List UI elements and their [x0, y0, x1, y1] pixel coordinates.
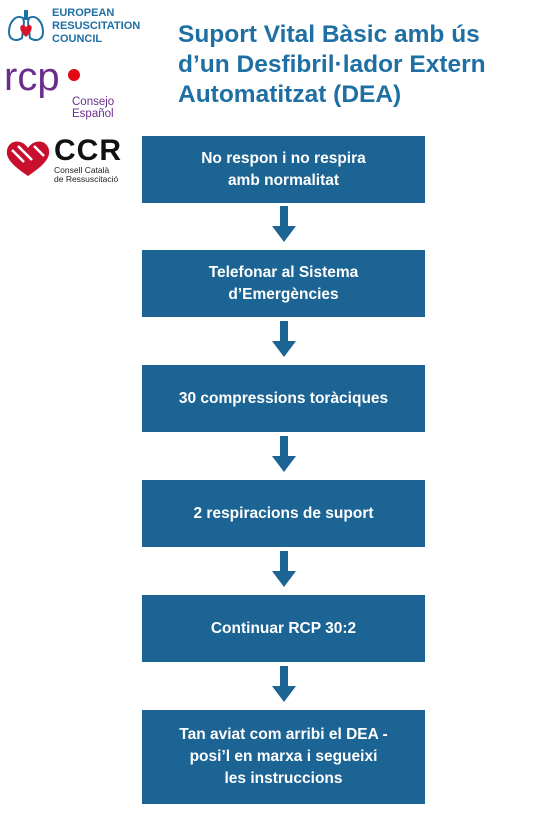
step-text: d’Emergències	[228, 285, 339, 303]
title-line: d’un Desfibril·lador Extern	[178, 51, 486, 78]
ccr-title: CCR	[54, 134, 122, 167]
rcp-logo: rcp Consejo Español	[4, 56, 124, 120]
rcp-wordmark: rcp	[4, 56, 80, 98]
step-text: 30 compressions toràciques	[178, 389, 389, 407]
rcp-subtitle: Consejo Español	[72, 96, 114, 120]
step-text: les instruccions	[224, 770, 343, 787]
title-line: Automatitzat (DEA)	[178, 81, 402, 108]
erc-logo: EUROPEAN RESUSCITATION COUNCIL	[6, 4, 166, 48]
step-text: posi’l en marxa i segueixi	[189, 748, 378, 765]
erc-wordmark: EUROPEAN RESUSCITATION COUNCIL	[52, 7, 167, 46]
page-title: Suport Vital Bàsic amb ús d’un Desfibril…	[178, 20, 528, 110]
ccr-sub-line: Consell Català	[54, 165, 110, 175]
step-text: 2 respiracions de suport	[193, 504, 374, 522]
step-box-5: Continuar RCP 30:2	[142, 595, 425, 662]
rcp-sub-line: Español	[72, 108, 114, 120]
step-box-2: Telefonar al Sistema d’Emergències	[142, 250, 425, 317]
title-line: Suport Vital Bàsic amb ús	[178, 21, 480, 48]
arrow-down-icon	[272, 436, 296, 472]
step-box-4: 2 respiracions de suport	[142, 480, 425, 547]
rcp-sub-line: Consejo	[72, 96, 115, 108]
arrow-down-icon	[272, 551, 296, 587]
ccr-sub-line: de Ressuscitació	[54, 174, 119, 184]
erc-line: EUROPEAN	[52, 7, 115, 19]
step-text: Tan aviat com arribi el DEA -	[179, 726, 388, 743]
erc-line: COUNCIL	[52, 33, 103, 45]
arrow-down-icon	[272, 666, 296, 702]
erc-line: RESUSCITATION	[52, 20, 141, 32]
step-box-3: 30 compressions toràciques	[142, 365, 425, 432]
rcp-mark-text: rcp	[4, 56, 60, 98]
step-text: amb normalitat	[227, 171, 340, 189]
arrow-down-icon	[272, 321, 296, 357]
step-box-1: No respon i no respira amb normalitat	[142, 136, 425, 203]
step-text: No respon i no respira	[201, 149, 366, 167]
arrow-down-icon	[272, 206, 296, 242]
ccr-subtitle: Consell Català de Ressuscitació	[54, 166, 118, 184]
step-text: Telefonar al Sistema	[208, 263, 359, 281]
ccr-logo: CCR Consell Català de Ressuscitació	[4, 136, 134, 188]
step-text: Continuar RCP 30:2	[210, 619, 357, 637]
heart-icon	[6, 141, 50, 176]
step-box-6: Tan aviat com arribi el DEA - posi’l en …	[142, 710, 425, 804]
lungs-heart-icon	[7, 10, 45, 41]
